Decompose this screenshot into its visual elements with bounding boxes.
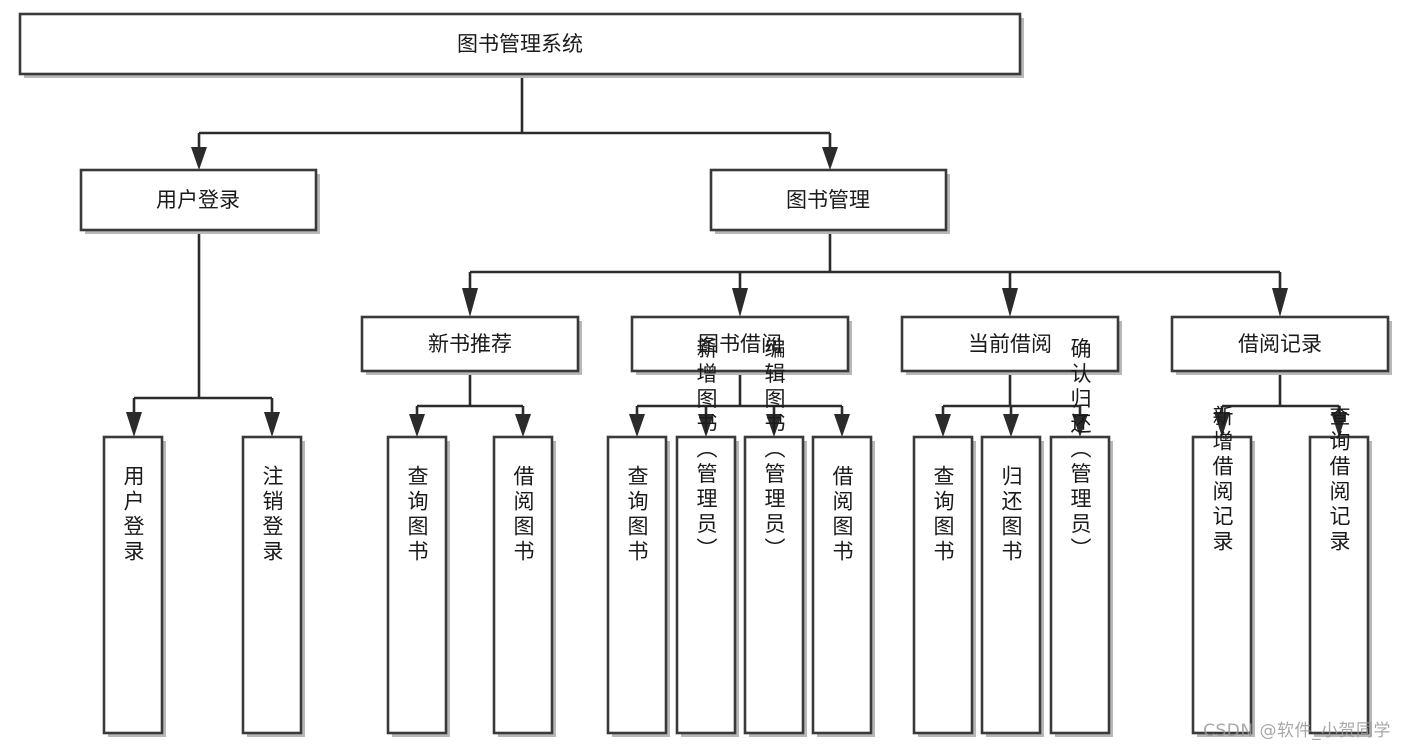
node-leaf-query-book-1-label: 查询图书 — [405, 465, 429, 565]
arrow-leaf-borrow-book-2 — [834, 414, 850, 437]
node-leaf-logout-login[interactable]: 注销登录 — [241, 435, 305, 737]
node-leaf-edit-book[interactable]: 编辑图书（管理员） — [743, 338, 807, 738]
node-leaf-logout-login-label: 注销登录 — [260, 465, 284, 565]
node-leaf-query-book-2-label: 查询图书 — [625, 465, 649, 565]
node-user-login-label: 用户登录 — [156, 188, 240, 212]
arrow-to-new-book-recommend — [462, 288, 478, 317]
node-leaf-add-record-label: 新增借阅记录 — [1210, 405, 1234, 555]
node-leaf-query-book-1-box — [386, 435, 448, 735]
node-book-manage-box — [709, 168, 948, 232]
node-leaf-add-book-label: 新增图书（管理员） — [694, 338, 718, 563]
node-leaf-query-book-2[interactable]: 查询图书 — [606, 435, 670, 737]
arrow-leaf-add-record — [1214, 412, 1230, 437]
node-leaf-confirm-return[interactable]: 确认归还（管理员） — [1049, 338, 1113, 738]
node-leaf-edit-book-label: 编辑图书（管理员） — [762, 338, 786, 563]
arrow-to-current-borrow — [1002, 288, 1018, 317]
node-leaf-borrow-book-2-box — [811, 435, 873, 735]
node-leaf-add-record[interactable]: 新增借阅记录 — [1191, 405, 1255, 737]
node-root-label: 图书管理系统 — [457, 32, 583, 56]
arrow-leaf-logout-login — [264, 412, 280, 437]
node-leaf-add-record-box — [1191, 435, 1253, 735]
node-leaf-confirm-return-box — [1049, 435, 1111, 735]
node-leaf-query-book-2-box — [606, 435, 668, 735]
node-leaf-logout-login-box — [241, 435, 303, 735]
node-book-borrow-label: 图书借阅 — [698, 332, 782, 356]
node-root[interactable]: 图书管理系统 — [18, 12, 1024, 78]
arrow-leaf-query-book-1 — [409, 414, 425, 437]
arrow-leaf-user-login — [126, 412, 142, 437]
node-leaf-borrow-book-1-label: 借阅图书 — [511, 465, 535, 565]
connector-layer — [126, 78, 1347, 437]
node-new-book-recommend[interactable]: 新书推荐 — [360, 315, 582, 375]
node-leaf-query-book-1[interactable]: 查询图书 — [386, 435, 450, 737]
arrow-to-borrow-record — [1272, 288, 1288, 317]
node-leaf-user-login[interactable]: 用户登录 — [102, 435, 166, 737]
arrow-leaf-return-book — [1003, 414, 1019, 437]
node-leaf-add-book[interactable]: 新增图书（管理员） — [675, 338, 739, 738]
node-current-borrow-box — [900, 315, 1120, 373]
arrow-leaf-edit-book — [766, 414, 782, 437]
node-leaf-return-book-label: 归还图书 — [999, 465, 1023, 565]
arrow-to-book-manage — [822, 147, 838, 170]
node-leaf-edit-book-box — [743, 435, 805, 735]
node-borrow-record-label: 借阅记录 — [1238, 332, 1322, 356]
arrow-leaf-add-book — [698, 414, 714, 437]
node-current-borrow-label: 当前借阅 — [968, 332, 1052, 356]
arrow-leaf-borrow-book-1 — [515, 414, 531, 437]
node-user-login-box — [79, 168, 318, 232]
arrow-leaf-confirm-return — [1072, 414, 1088, 437]
node-leaf-borrow-book-1-box — [492, 435, 554, 735]
node-leaf-borrow-book-2[interactable]: 借阅图书 — [811, 435, 875, 737]
node-leaf-add-book-box — [675, 435, 737, 735]
arrow-leaf-query-book-3 — [935, 414, 951, 437]
node-borrow-record-box — [1170, 315, 1390, 373]
node-new-book-recommend-label: 新书推荐 — [428, 332, 512, 356]
arrow-leaf-query-record — [1331, 412, 1347, 437]
node-root-box — [18, 12, 1022, 76]
node-leaf-query-record-box — [1308, 435, 1370, 735]
node-leaf-query-record[interactable]: 查询借阅记录 — [1308, 405, 1372, 737]
arrow-leaf-query-book-2 — [629, 414, 645, 437]
node-leaf-query-record-label: 查询借阅记录 — [1327, 405, 1351, 555]
arrow-to-book-borrow — [732, 288, 748, 317]
node-leaf-return-book-box — [980, 435, 1042, 735]
node-borrow-record[interactable]: 借阅记录 — [1170, 315, 1392, 375]
node-leaf-user-login-label: 用户登录 — [121, 465, 145, 565]
node-leaf-borrow-book-2-label: 借阅图书 — [830, 465, 854, 565]
node-leaf-query-book-3[interactable]: 查询图书 — [912, 435, 976, 737]
node-leaf-user-login-box — [102, 435, 164, 735]
node-book-manage-label: 图书管理 — [786, 188, 870, 212]
node-book-borrow-box — [630, 315, 850, 373]
node-book-borrow[interactable]: 图书借阅 — [630, 315, 852, 375]
node-leaf-query-book-3-box — [912, 435, 974, 735]
node-leaf-borrow-book-1[interactable]: 借阅图书 — [492, 435, 556, 737]
node-leaf-confirm-return-label: 确认归还（管理员） — [1068, 338, 1092, 563]
node-book-manage[interactable]: 图书管理 — [709, 168, 950, 234]
node-leaf-return-book[interactable]: 归还图书 — [980, 435, 1044, 737]
arrow-to-user-login — [191, 147, 207, 170]
node-leaf-query-book-3-label: 查询图书 — [931, 465, 955, 565]
node-new-book-recommend-box — [360, 315, 580, 373]
node-current-borrow[interactable]: 当前借阅 — [900, 315, 1122, 375]
node-user-login[interactable]: 用户登录 — [79, 168, 320, 234]
